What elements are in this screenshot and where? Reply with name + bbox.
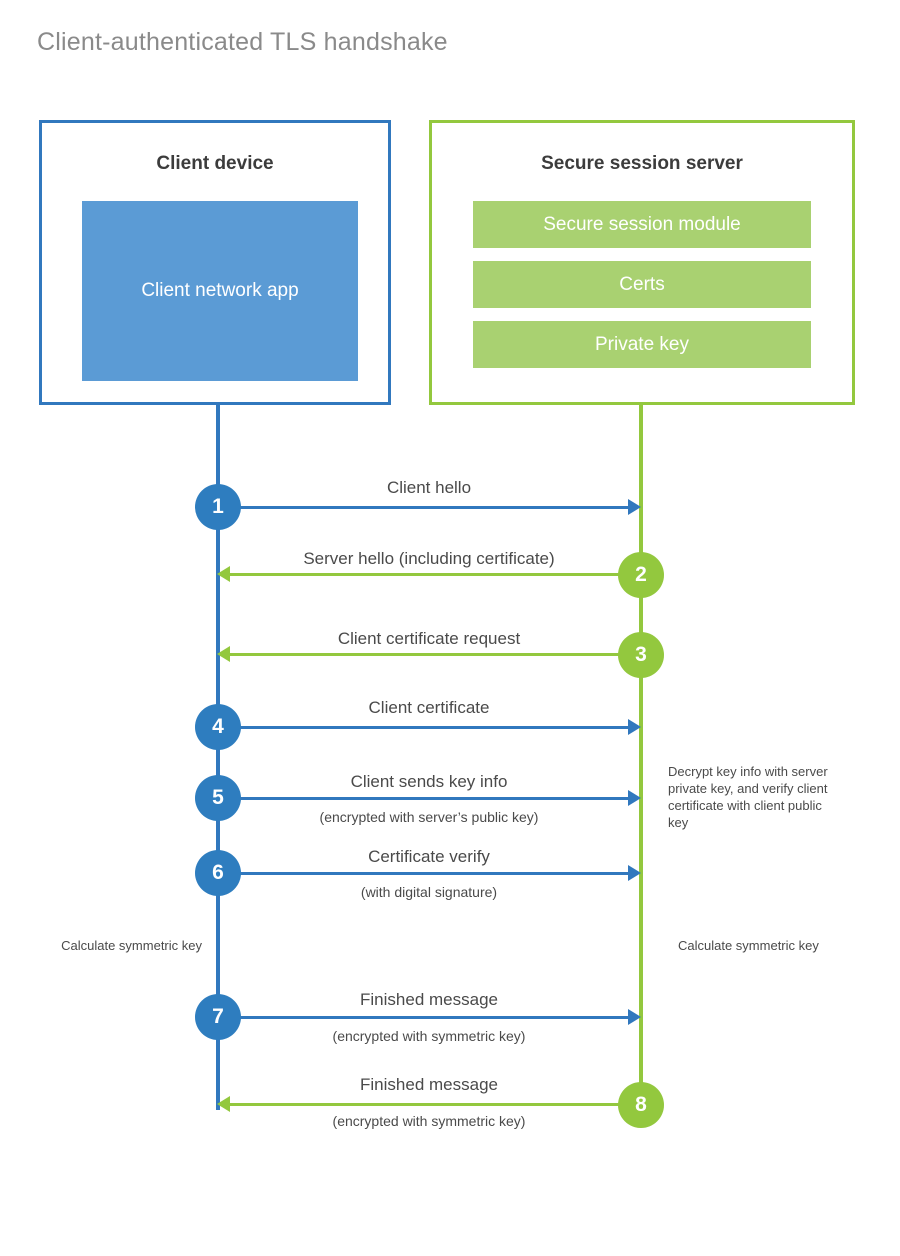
message-label-8: Finished message (360, 1075, 498, 1094)
secure-session-server-box: Secure session server Secure session mod… (429, 120, 855, 405)
client-device-title: Client device (156, 153, 274, 174)
message-line-2 (228, 573, 640, 576)
message-line-4 (218, 726, 630, 729)
server-lifeline (639, 405, 643, 1105)
message-label-4: Client certificate (368, 698, 490, 717)
page-title: Client-authenticated TLS handshake (37, 28, 448, 56)
step-circle-2[interactable]: 2 (618, 552, 664, 598)
message-line-7 (218, 1016, 630, 1019)
client-lifeline (216, 405, 220, 1110)
step-circle-8[interactable]: 8 (618, 1082, 664, 1128)
message-sublabel-5: (encrypted with server’s public key) (319, 809, 539, 825)
step-circle-4[interactable]: 4 (195, 704, 241, 750)
step-circle-6[interactable]: 6 (195, 850, 241, 896)
arrow-head-1 (628, 499, 641, 515)
arrow-head-4 (628, 719, 641, 735)
step-circle-1[interactable]: 1 (195, 484, 241, 530)
arrow-head-7 (628, 1009, 641, 1025)
message-sublabel-8: (encrypted with symmetric key) (332, 1113, 526, 1129)
secure-session-module-block: Secure session module (473, 201, 811, 248)
message-label-3: Client certificate request (337, 629, 521, 648)
message-line-5 (218, 797, 630, 800)
message-line-6 (218, 872, 630, 875)
arrow-head-5 (628, 790, 641, 806)
arrow-head-8 (217, 1096, 230, 1112)
step-circle-5[interactable]: 5 (195, 775, 241, 821)
message-label-1: Client hello (386, 478, 472, 497)
message-label-7: Finished message (360, 990, 498, 1009)
client-device-box: Client device Client network app (39, 120, 391, 405)
certs-block: Certs (473, 261, 811, 308)
message-label-6: Certificate verify (368, 847, 490, 866)
message-line-1 (218, 506, 630, 509)
message-line-8 (228, 1103, 640, 1106)
arrow-head-2 (217, 566, 230, 582)
message-sublabel-7: (encrypted with symmetric key) (332, 1028, 526, 1044)
message-sublabel-6: (with digital signature) (360, 884, 498, 900)
message-label-2: Server hello (including certificate) (303, 549, 555, 568)
message-label-5: Client sends key info (350, 772, 508, 791)
step-circle-7[interactable]: 7 (195, 994, 241, 1040)
private-key-block: Private key (473, 321, 811, 368)
arrow-head-6 (628, 865, 641, 881)
client-calculate-symmetric-key-note: Calculate symmetric key (61, 938, 202, 953)
secure-session-server-title: Secure session server (541, 153, 743, 174)
client-network-app-block: Client network app (82, 201, 358, 381)
server-calculate-symmetric-key-note: Calculate symmetric key (678, 938, 819, 953)
server-decrypt-note: Decrypt key info with server private key… (668, 764, 828, 830)
step-circle-3[interactable]: 3 (618, 632, 664, 678)
message-line-3 (228, 653, 640, 656)
arrow-head-3 (217, 646, 230, 662)
